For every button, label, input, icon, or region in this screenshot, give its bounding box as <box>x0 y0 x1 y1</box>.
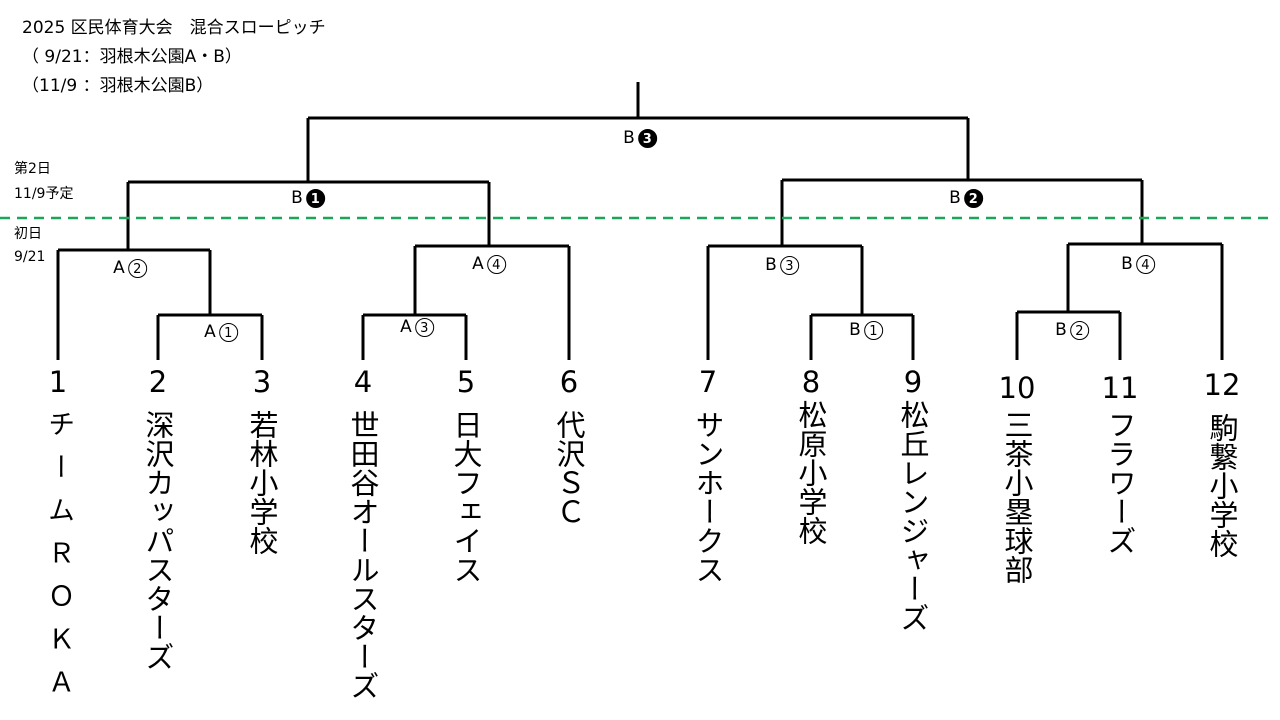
match-number: 2 <box>1069 320 1089 340</box>
schedule-line-2: （11/9 ：羽根木公園B） <box>22 76 214 96</box>
team-seed: 6 <box>559 365 579 399</box>
team-seed: 3 <box>252 365 272 399</box>
match-court: B <box>949 188 961 208</box>
match-court: B <box>1055 320 1067 340</box>
day2-date: 11/9予定 <box>14 186 74 202</box>
team-name: フラワーズ <box>1103 410 1137 555</box>
match-court: A <box>204 322 216 342</box>
schedule-line-1: （ 9/21：羽根木公園A・B） <box>22 47 242 67</box>
match-number: 2 <box>963 188 983 208</box>
team-seed: 9 <box>903 365 923 399</box>
team-name: チームＲＯＫＡ <box>43 410 74 711</box>
match-court: A <box>472 254 484 274</box>
match-court: B <box>291 188 303 208</box>
match-number: 3 <box>637 128 657 148</box>
team-name: 三茶小塁球部 <box>1000 410 1034 584</box>
team-name: 松原小学校 <box>794 400 828 545</box>
match-number: 4 <box>1135 254 1155 274</box>
match-court: B <box>623 128 635 148</box>
team-seed: 10 <box>998 371 1036 405</box>
match-court: A <box>400 317 412 337</box>
match-court: B <box>849 320 861 340</box>
match-number: 3 <box>414 317 434 337</box>
team-seed: 8 <box>801 365 821 399</box>
team-name: 若林小学校 <box>245 410 279 555</box>
team-seed: 4 <box>353 365 373 399</box>
team-name: 日大フェイス <box>449 410 483 584</box>
team-seed: 11 <box>1101 371 1139 405</box>
match-number: 4 <box>486 254 506 274</box>
team-name: 世田谷オールスターズ <box>346 410 380 700</box>
match-court: A <box>113 258 125 278</box>
team-seed: 12 <box>1203 368 1241 402</box>
match-number: 2 <box>127 258 147 278</box>
team-seed: 2 <box>148 365 168 399</box>
team-name: 代沢ＳＣ <box>552 410 586 526</box>
match-number: 1 <box>218 322 238 342</box>
team-name: 駒繋小学校 <box>1205 413 1239 558</box>
team-name: サンホークス <box>691 410 725 584</box>
match-court: B <box>1121 254 1133 274</box>
match-number: 1 <box>305 188 325 208</box>
day1-date: 9/21 <box>14 249 46 265</box>
tournament-title: 2025 区民体育大会 混合スローピッチ <box>22 18 326 38</box>
day2-label: 第2日 <box>14 161 51 177</box>
team-seed: 5 <box>456 365 476 399</box>
match-court: B <box>765 255 777 275</box>
team-name: 深沢カッパスターズ <box>141 410 175 671</box>
team-seed: 7 <box>698 365 718 399</box>
day1-label: 初日 <box>14 226 42 242</box>
match-number: 1 <box>863 320 883 340</box>
team-seed: 1 <box>48 365 68 399</box>
team-name: 松丘レンジャーズ <box>896 400 930 632</box>
match-number: 3 <box>779 255 799 275</box>
